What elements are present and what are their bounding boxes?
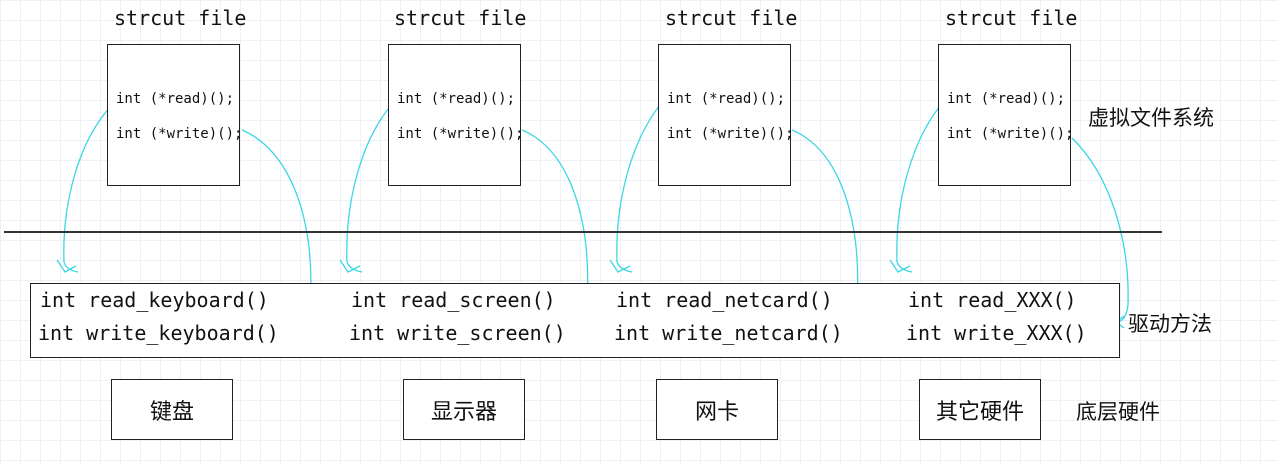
struct-file-box <box>107 44 240 186</box>
hardware-layer-label: 底层硬件 <box>1076 400 1160 424</box>
read-arrowhead <box>56 259 77 273</box>
read-arrow <box>616 99 665 273</box>
struct-title: strcut file <box>665 6 798 30</box>
driver-read-fn: int read_keyboard() <box>40 288 269 312</box>
struct-title: strcut file <box>114 6 247 30</box>
struct-file-box <box>388 44 521 186</box>
driver-write-fn: int write_XXX() <box>906 321 1087 345</box>
vfs-layer-label: 虚拟文件系统 <box>1088 106 1214 130</box>
driver-read-fn: int read_XXX() <box>908 288 1077 312</box>
layer-divider <box>4 231 1162 233</box>
read-pointer: int (*read)(); <box>397 91 516 107</box>
hardware-box-keyboard: 键盘 <box>111 379 233 440</box>
read-arrowhead <box>339 259 361 273</box>
struct-title: strcut file <box>945 6 1078 30</box>
hardware-box-screen: 显示器 <box>403 379 525 440</box>
write-pointer: int (*write)(); <box>397 126 524 142</box>
struct-title: strcut file <box>394 6 527 30</box>
driver-layer-label: 驱动方法 <box>1128 312 1212 336</box>
hardware-box-other: 其它硬件 <box>919 379 1041 440</box>
read-arrow <box>63 103 114 273</box>
read-arrowhead <box>609 259 631 273</box>
driver-read-fn: int read_screen() <box>351 288 556 312</box>
write-pointer: int (*write)(); <box>116 126 243 142</box>
read-pointer: int (*read)(); <box>667 91 786 107</box>
read-arrow <box>346 101 395 273</box>
struct-file-box <box>938 44 1071 186</box>
driver-read-fn: int read_netcard() <box>616 288 833 312</box>
struct-file-box <box>658 44 791 186</box>
read-arrowhead <box>889 259 911 273</box>
hardware-box-netcard: 网卡 <box>656 379 778 440</box>
driver-methods-box <box>30 283 1120 358</box>
driver-write-fn: int write_keyboard() <box>38 321 279 345</box>
read-pointer: int (*read)(); <box>947 91 1066 107</box>
write-pointer: int (*write)(); <box>667 126 794 142</box>
read-pointer: int (*read)(); <box>116 91 235 107</box>
driver-write-fn: int write_netcard() <box>614 321 843 345</box>
write-pointer: int (*write)(); <box>947 126 1074 142</box>
driver-write-fn: int write_screen() <box>349 321 566 345</box>
